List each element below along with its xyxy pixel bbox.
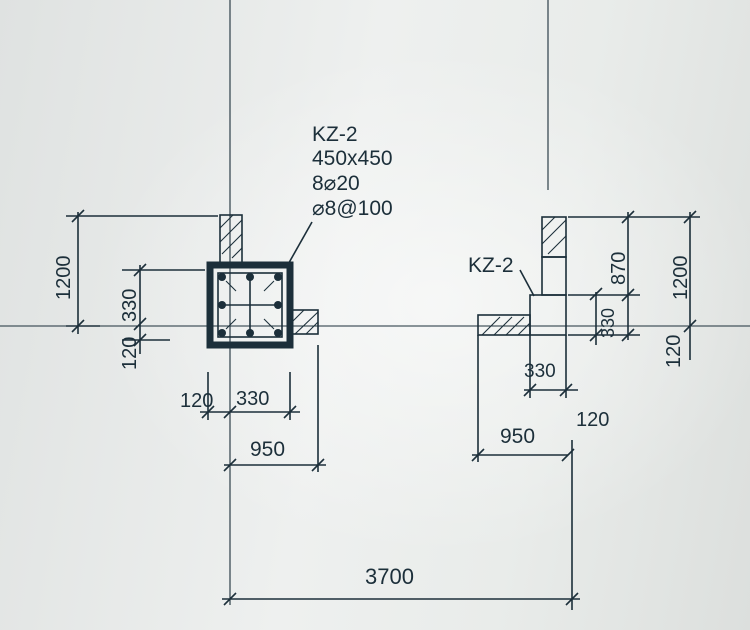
right-vertical-dimensions: 870 330 1200 120 bbox=[568, 210, 700, 368]
left-dim-120-vertical: 120 bbox=[119, 337, 141, 370]
left-dim-330: 330 bbox=[119, 289, 141, 322]
right-dim-120-horizontal: 120 bbox=[576, 409, 609, 431]
right-dim-870: 870 bbox=[608, 252, 630, 285]
span-dim-3700: 3700 bbox=[365, 564, 414, 589]
column-main-rebar: 8⌀20 bbox=[312, 172, 360, 195]
left-horizontal-dimensions: 120 330 950 bbox=[180, 345, 326, 472]
left-column-rebars bbox=[218, 273, 282, 337]
right-dim-120-vertical: 120 bbox=[663, 335, 685, 368]
left-dim-1200: 1200 bbox=[53, 256, 75, 301]
right-column-upper bbox=[541, 256, 567, 296]
left-dim-330-horizontal: 330 bbox=[236, 388, 269, 410]
right-dim-1200: 1200 bbox=[670, 256, 692, 301]
right-horizontal-dimensions: 330 120 950 bbox=[471, 335, 609, 462]
column-size: 450x450 bbox=[312, 147, 393, 170]
left-vertical-dimensions: 1200 330 120 bbox=[53, 209, 218, 370]
left-dim-950: 950 bbox=[250, 438, 285, 461]
right-column-detail bbox=[477, 216, 567, 336]
callout-leader bbox=[285, 221, 313, 269]
right-column-hatch-left bbox=[477, 314, 531, 336]
right-dim-330-horizontal: 330 bbox=[524, 361, 556, 382]
column-stirrup: ⌀8@100 bbox=[312, 197, 393, 220]
span-dimension: 3700 bbox=[222, 440, 580, 610]
right-dim-950: 950 bbox=[500, 425, 535, 448]
left-column-detail bbox=[206, 214, 319, 349]
column-tag-left: KZ-2 bbox=[312, 123, 358, 146]
right-callout-leader bbox=[519, 269, 535, 297]
right-dim-330-vertical: 330 bbox=[598, 308, 618, 338]
left-column-hatch-right bbox=[291, 309, 319, 335]
column-tag-right: KZ-2 bbox=[468, 254, 514, 277]
left-column-section bbox=[206, 261, 294, 349]
right-column-section bbox=[529, 294, 567, 336]
left-dim-120-horizontal: 120 bbox=[180, 390, 213, 412]
